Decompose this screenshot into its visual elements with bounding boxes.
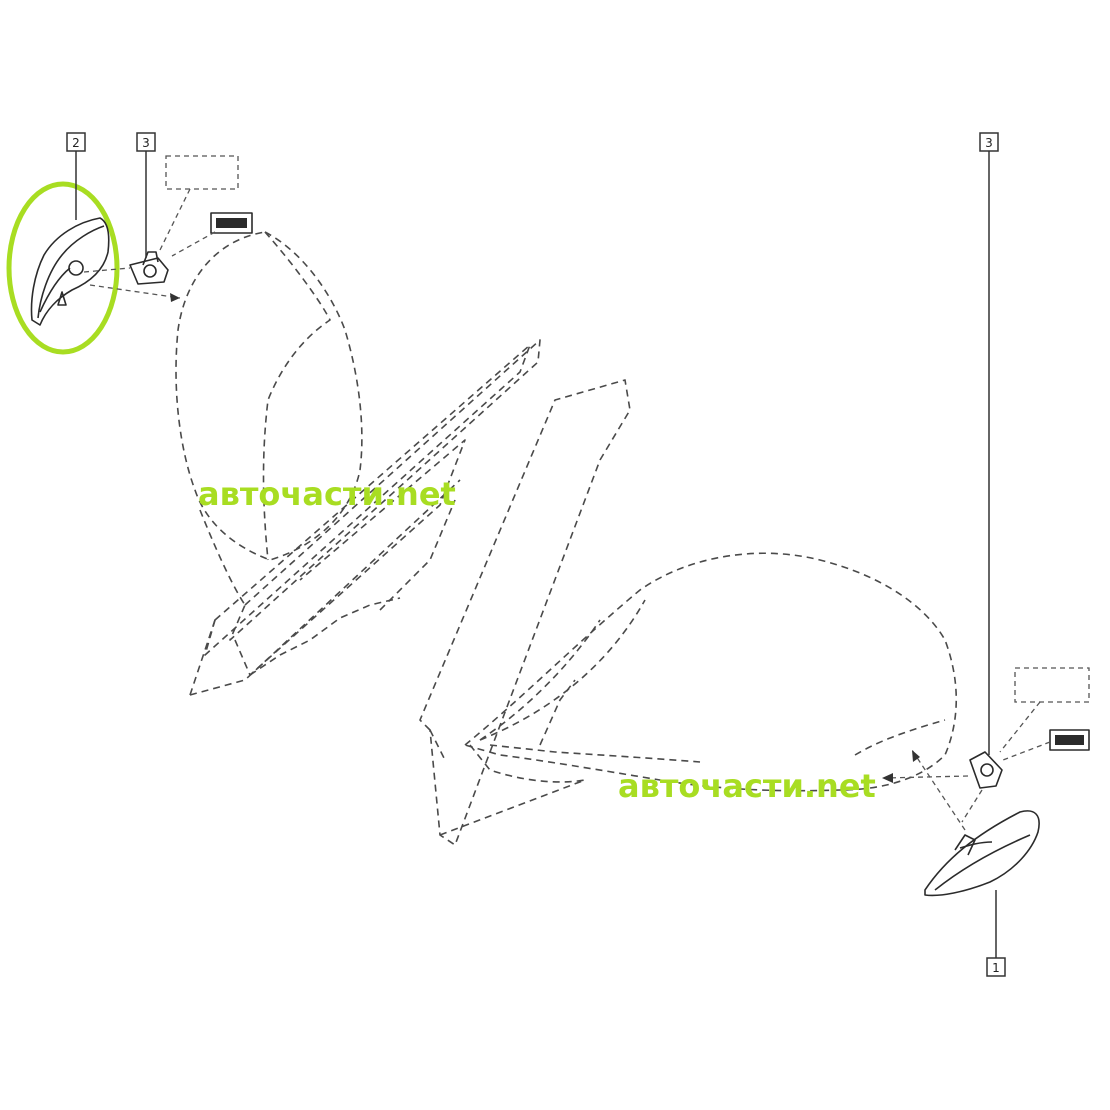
- turn-signal-lamp-icon[interactable]: [30, 217, 110, 326]
- left-mirror-outline: [175, 231, 541, 696]
- right-mirror-outline: [419, 379, 957, 846]
- highlight-ellipse: [6, 181, 120, 355]
- callout-2: 2: [66, 132, 86, 220]
- callout-3-left: 3: [136, 132, 156, 258]
- watermark-lower: авточасти.net: [618, 767, 876, 805]
- callout-label: 2: [72, 136, 80, 150]
- assembly-arrow: [89, 284, 181, 299]
- reference-box: [165, 155, 239, 190]
- bulb-socket-icon[interactable]: [969, 751, 1003, 789]
- reference-box: [1014, 667, 1090, 703]
- bulb-icon[interactable]: [210, 212, 253, 234]
- callout-3-right: 3: [979, 132, 999, 755]
- assembly-arrow: [911, 749, 966, 831]
- bulb-icon[interactable]: [1049, 729, 1090, 751]
- bulb-socket-icon[interactable]: [129, 251, 169, 285]
- turn-signal-lamp-icon[interactable]: [924, 810, 1040, 897]
- watermark-upper: авточасти.net: [198, 475, 456, 513]
- assembly-arrow: [83, 267, 131, 273]
- callout-label: 1: [992, 961, 1000, 975]
- assembly-arrow: [884, 775, 969, 779]
- callout-1: 1: [986, 890, 1006, 977]
- callout-label: 3: [985, 136, 993, 150]
- callout-label: 3: [142, 136, 150, 150]
